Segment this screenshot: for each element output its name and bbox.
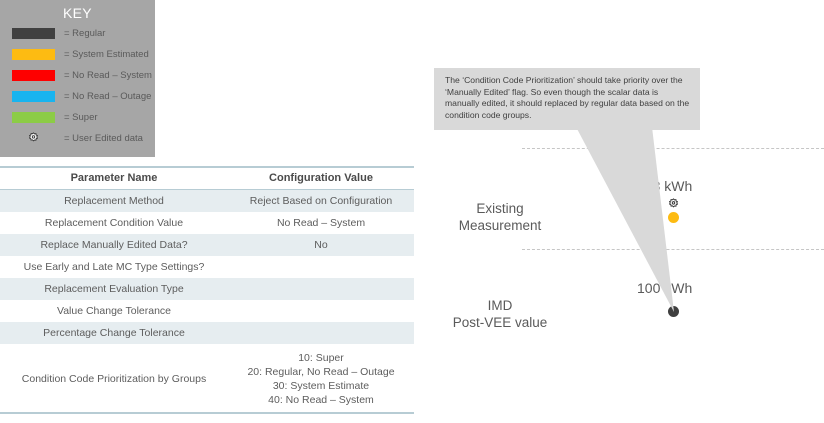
table-row: Value Change Tolerance [0, 300, 414, 322]
band-separator [522, 148, 824, 149]
table-row: Percentage Change Tolerance [0, 322, 414, 344]
cell-parameter-name: Use Early and Late MC Type Settings? [0, 256, 228, 278]
cell-parameter-name: Condition Code Prioritization by Groups [0, 344, 228, 414]
cell-configuration-value: 10: Super 20: Regular, No Read – Outage … [228, 344, 414, 414]
band-separator [522, 249, 824, 250]
value-label-existing-measurement: 103 kWh [637, 178, 693, 194]
data-point-existing-measurement [668, 212, 679, 223]
gear-icon [12, 132, 55, 145]
key-legend-label: = User Edited data [64, 133, 143, 144]
key-legend-label: = Super [64, 112, 98, 123]
cell-configuration-value: No Read – System [228, 212, 414, 234]
table-row: Use Early and Late MC Type Settings? [0, 256, 414, 278]
color-swatch [12, 112, 55, 123]
value-label-post-vee: 100 kWh [637, 280, 693, 296]
cell-parameter-name: Replace Manually Edited Data? [0, 234, 228, 256]
key-legend-item-super: = Super [0, 107, 155, 128]
key-legend-label: = No Read – Outage [64, 91, 152, 102]
table-header-row: Parameter Name Configuration Value [0, 168, 414, 190]
cell-configuration-value: No [228, 234, 414, 256]
color-swatch [12, 28, 55, 39]
vee-flow-diagram: IMD Pre-VEE value 100 kWh Existing Measu… [415, 0, 824, 423]
callout-note: The ‘Condition Code Prioritization’ shou… [434, 68, 700, 131]
cell-configuration-value [228, 322, 414, 344]
key-panel: KEY = Regular = System Estimated = No Re… [0, 0, 155, 157]
cell-parameter-name: Percentage Change Tolerance [0, 322, 228, 344]
cell-parameter-name: Replacement Condition Value [0, 212, 228, 234]
key-legend-item-no-read-outage: = No Read – Outage [0, 86, 155, 107]
column-header-configuration-value: Configuration Value [228, 168, 414, 190]
table-row: Replacement Condition Value No Read – Sy… [0, 212, 414, 234]
key-legend-item-no-read-system: = No Read – System [0, 65, 155, 86]
key-legend-item-user-edited: = User Edited data [0, 128, 155, 149]
cell-configuration-value: Reject Based on Configuration [228, 189, 414, 212]
column-header-parameter-name: Parameter Name [0, 168, 228, 190]
table-row: Replace Manually Edited Data? No [0, 234, 414, 256]
key-panel-title: KEY [63, 5, 92, 21]
key-legend-label: = Regular [64, 28, 106, 39]
cell-parameter-name: Value Change Tolerance [0, 300, 228, 322]
cell-configuration-value [228, 278, 414, 300]
table-top-rule [0, 166, 414, 168]
parameter-configuration-table: Parameter Name Configuration Value Repla… [0, 166, 414, 414]
key-legend-item-regular: = Regular [0, 23, 155, 44]
band-label-imd-post-vee: IMD Post-VEE value [452, 298, 548, 330]
table-row: Replacement Method Reject Based on Confi… [0, 189, 414, 212]
table-bottom-rule [0, 412, 414, 414]
key-legend-item-system-estimated: = System Estimated [0, 44, 155, 65]
cell-configuration-value [228, 300, 414, 322]
key-legend-label: = No Read – System [64, 70, 152, 81]
cell-parameter-name: Replacement Evaluation Type [0, 278, 228, 300]
callout-note-text: The ‘Condition Code Prioritization’ shou… [445, 75, 690, 120]
band-label-existing-measurement: Existing Measurement [458, 201, 542, 233]
color-swatch [12, 49, 55, 60]
data-point-post-vee [668, 306, 679, 317]
cell-configuration-value [228, 256, 414, 278]
color-swatch [12, 91, 55, 102]
color-swatch [12, 70, 55, 81]
cell-parameter-name: Replacement Method [0, 189, 228, 212]
key-legend-label: = System Estimated [64, 49, 149, 60]
table-row: Condition Code Prioritization by Groups … [0, 344, 414, 414]
table-row: Replacement Evaluation Type [0, 278, 414, 300]
